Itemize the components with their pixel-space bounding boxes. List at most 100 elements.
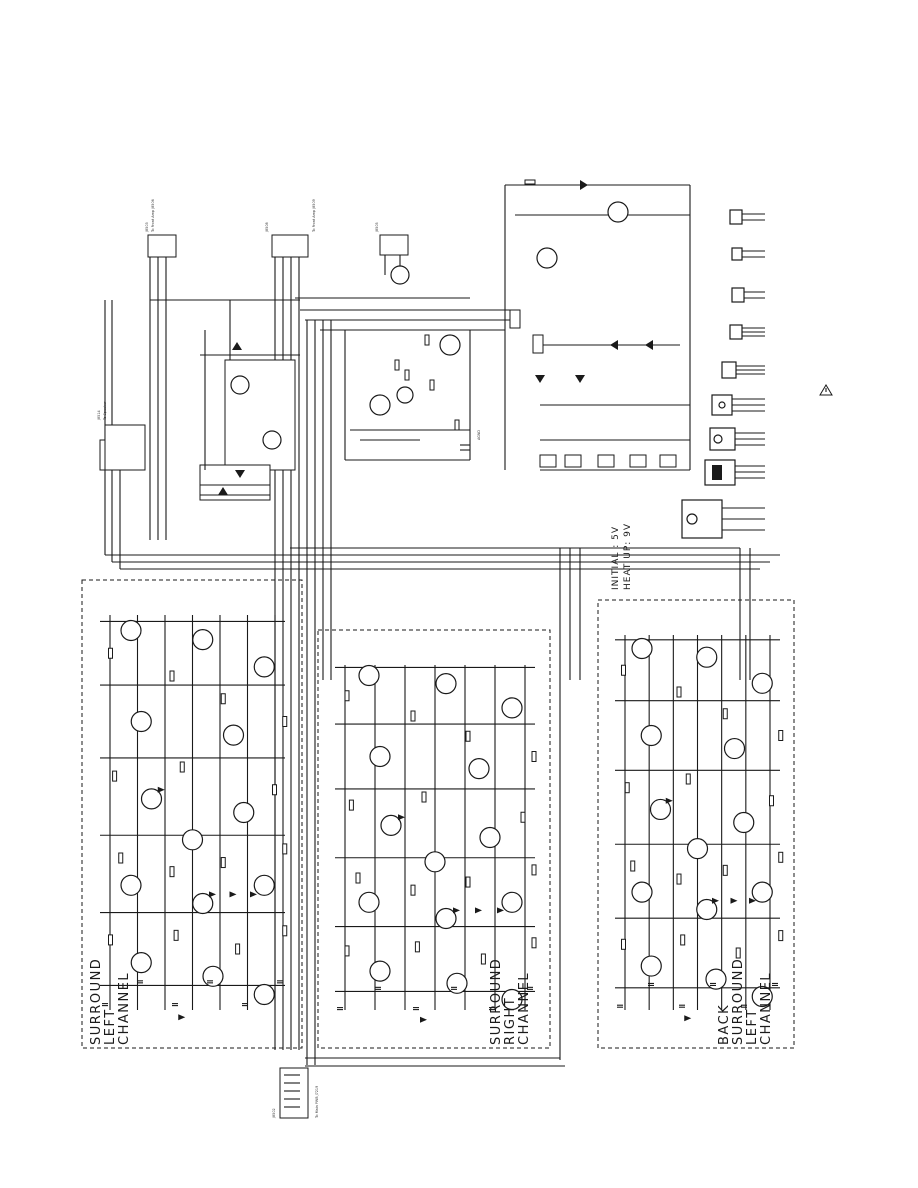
resistor-icon — [465, 730, 471, 742]
transistor-icon — [120, 874, 142, 896]
channel-box-surround-right — [317, 629, 551, 1049]
transistor-icon — [253, 874, 275, 896]
agnd-label-mid: AGND — [477, 430, 481, 440]
front-amp-connector-1-sub: To Front Amp J8506 — [151, 199, 155, 233]
resistor-icon — [414, 941, 420, 953]
channel-label-1-line3: CHANNEL — [117, 972, 132, 1045]
resistor-icon — [348, 799, 354, 811]
transistor-icon — [424, 851, 446, 873]
diode-icon — [665, 797, 673, 804]
transistor-icon — [358, 664, 380, 687]
transistor-icon — [130, 952, 152, 974]
transistor-icon — [358, 891, 380, 913]
diode-icon — [157, 786, 165, 793]
channel-label-2-line3: CHANNEL — [517, 972, 532, 1045]
resistor-icon — [169, 670, 175, 682]
transistor-icon — [751, 985, 773, 1008]
transistor-icon — [222, 724, 245, 746]
transistor-icon — [733, 811, 755, 834]
resistor-icon — [169, 866, 175, 878]
mini-transistor-icon — [729, 324, 765, 340]
diode-icon — [684, 1015, 692, 1022]
transistor-icon — [468, 758, 490, 780]
resistor-icon — [465, 876, 471, 888]
power-section — [504, 179, 691, 471]
bottom-connector-sub: To Main PWB J7219 — [315, 1086, 319, 1119]
diode-icon — [178, 1014, 186, 1021]
control-section: AGND — [344, 330, 481, 461]
resistor-icon — [282, 843, 288, 855]
resistor-icon — [621, 664, 626, 676]
resistor-icon — [410, 884, 416, 896]
resistor-icon — [531, 864, 537, 876]
resistor-icon — [355, 872, 361, 884]
transistor-icon — [181, 829, 204, 851]
channel-label-2-line2: RIGHT — [503, 997, 518, 1045]
transistor-icon — [380, 814, 402, 836]
note-line-1: INITIAL : 5V — [611, 526, 621, 590]
transistor-icon — [696, 646, 718, 668]
channel-label-surround-left: SURROUND LEFT CHANNEL — [89, 958, 132, 1045]
relay-section — [99, 299, 300, 501]
front-amp-connector-2-sub: To Front Amp J8509 — [312, 199, 316, 233]
transistor-icon — [501, 988, 523, 1011]
transistor-icon — [751, 881, 773, 903]
transistor-icon — [649, 798, 672, 821]
thermal-connector-ref: J8505 — [375, 222, 379, 233]
speaker-connector-ref: J8514 — [97, 410, 101, 421]
heater-note: INITIAL : 5V HEAT UP: 9V — [611, 523, 633, 590]
transistor-icon — [501, 891, 523, 913]
thermal-connector: J8505 — [375, 222, 410, 285]
speaker-connector: J8514 To Speaker — [97, 401, 146, 471]
fet-package-icon — [731, 247, 765, 261]
resistor-icon — [421, 791, 427, 803]
resistor-icon — [680, 934, 686, 946]
transistor-icon — [640, 724, 662, 747]
transistor-icon — [446, 972, 468, 994]
resistor-icon — [520, 811, 526, 823]
transistor-icon — [705, 968, 727, 990]
transistor-icon — [192, 628, 214, 651]
transistor-icon — [686, 837, 709, 860]
resistor-icon — [235, 943, 241, 955]
diode-icon — [749, 897, 756, 904]
resistor-icon — [112, 770, 118, 782]
diode-package-icon — [731, 287, 765, 303]
resistor-icon — [676, 873, 682, 885]
transistor-icon — [140, 788, 163, 810]
speaker-connector-sub: To Speaker — [103, 401, 107, 421]
transistor-icon — [696, 898, 718, 921]
channel-label-3-line4: CHANNEL — [759, 972, 774, 1045]
front-amp-connector-1-ref: J8503 — [145, 222, 149, 233]
note-line-2: HEAT UP: 9V — [623, 523, 633, 590]
channel-label-back-surround-left: BACK SURROUND LEFT CHANNEL — [717, 958, 774, 1045]
channel-label-3-line2: SURROUND — [731, 958, 746, 1045]
small-chip-icon — [729, 209, 765, 225]
to92l-package-icon — [711, 394, 765, 416]
channel-circuits — [100, 615, 784, 1023]
resistor-icon — [344, 690, 350, 702]
transistor-icon — [130, 710, 152, 733]
resistor-icon — [769, 795, 774, 807]
channel-box-surround-left — [81, 579, 303, 1049]
diode-icon — [229, 891, 237, 898]
resistor-icon — [531, 937, 537, 949]
front-amp-connector-1: J8503 To Front Amp J8506 — [145, 199, 177, 258]
resistor-icon — [778, 851, 784, 863]
resistor-icon — [272, 784, 277, 796]
resistor-icon — [282, 716, 288, 727]
transistor-icon — [640, 955, 662, 977]
resistor-icon — [735, 947, 741, 959]
resistor-icon — [344, 945, 350, 957]
channel-label-2-line1: SURROUND — [489, 958, 504, 1045]
resistor-icon — [118, 852, 124, 864]
diode-icon — [475, 907, 482, 914]
resistor-icon — [778, 930, 784, 942]
resistor-icon — [179, 761, 185, 773]
transistor-icon — [751, 672, 773, 694]
resistor-icon — [676, 686, 682, 698]
resistor-icon — [108, 934, 113, 946]
bottom-connector: J8502 To Main PWB J7219 — [272, 1067, 319, 1119]
to92-package-icon — [721, 361, 765, 379]
